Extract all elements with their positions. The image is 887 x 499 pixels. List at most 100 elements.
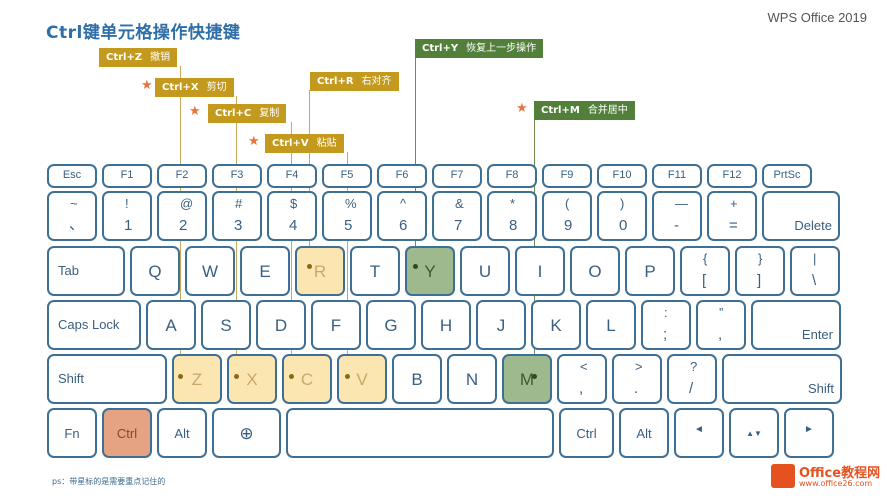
- key-d[interactable]: D: [256, 300, 306, 350]
- key-r[interactable]: R: [295, 246, 345, 296]
- key-\[interactable]: |\: [790, 246, 840, 296]
- key-.[interactable]: >.: [612, 354, 662, 404]
- key-enter[interactable]: Enter: [751, 300, 841, 350]
- key-4[interactable]: $4: [267, 191, 317, 241]
- key-1[interactable]: !1: [102, 191, 152, 241]
- key-lower-label: [: [702, 272, 707, 289]
- key-ctrl[interactable]: Ctrl: [102, 408, 152, 458]
- leader-dot-r: [307, 264, 312, 269]
- key-,[interactable]: <,: [557, 354, 607, 404]
- key-Delete[interactable]: Delete: [762, 191, 840, 241]
- key--[interactable]: —-: [652, 191, 702, 241]
- key-g[interactable]: G: [366, 300, 416, 350]
- key-upper-label: $: [290, 196, 298, 211]
- key-◄[interactable]: ◄: [674, 408, 724, 458]
- key-f1[interactable]: F1: [102, 164, 152, 188]
- key-s[interactable]: S: [201, 300, 251, 350]
- key-label: Shift: [807, 381, 834, 396]
- key-prtsc[interactable]: PrtSc: [762, 164, 812, 188]
- key-/[interactable]: ?/: [667, 354, 717, 404]
- key-7[interactable]: &7: [432, 191, 482, 241]
- key-6[interactable]: ^6: [377, 191, 427, 241]
- key-f2[interactable]: F2: [157, 164, 207, 188]
- key-=[interactable]: +=: [707, 191, 757, 241]
- key-c[interactable]: C: [282, 354, 332, 404]
- key-a[interactable]: A: [146, 300, 196, 350]
- key-caps-lock[interactable]: Caps Lock: [47, 300, 141, 350]
- key-8[interactable]: *8: [487, 191, 537, 241]
- key-label: Ctrl: [116, 426, 138, 441]
- key-f12[interactable]: F12: [707, 164, 757, 188]
- key-f7[interactable]: F7: [432, 164, 482, 188]
- key-][interactable]: }]: [735, 246, 785, 296]
- key-;[interactable]: :;: [641, 300, 691, 350]
- key-shift[interactable]: Shift: [47, 354, 167, 404]
- key-o[interactable]: O: [570, 246, 620, 296]
- key-f4[interactable]: F4: [267, 164, 317, 188]
- key-l[interactable]: L: [586, 300, 636, 350]
- key-i[interactable]: I: [515, 246, 565, 296]
- key-space[interactable]: [286, 408, 554, 458]
- key-3[interactable]: #3: [212, 191, 262, 241]
- logo-name: Office教程网: [799, 466, 881, 481]
- key-k[interactable]: K: [531, 300, 581, 350]
- key-0[interactable]: )0: [597, 191, 647, 241]
- key-f10[interactable]: F10: [597, 164, 647, 188]
- key-2[interactable]: @2: [157, 191, 207, 241]
- key-、[interactable]: ~、: [47, 191, 97, 241]
- key-f[interactable]: F: [311, 300, 361, 350]
- key-label: T: [369, 262, 381, 281]
- key-shift[interactable]: Shift: [722, 354, 842, 404]
- key-u[interactable]: U: [460, 246, 510, 296]
- key-label: ◄: [694, 424, 704, 435]
- key-fn[interactable]: Fn: [47, 408, 97, 458]
- leader-line-v: [347, 152, 348, 376]
- key-9[interactable]: (9: [542, 191, 592, 241]
- key-h[interactable]: H: [421, 300, 471, 350]
- key-label: X: [246, 370, 258, 389]
- key-z[interactable]: Z: [172, 354, 222, 404]
- key-e[interactable]: E: [240, 246, 290, 296]
- key-f6[interactable]: F6: [377, 164, 427, 188]
- key-v[interactable]: V: [337, 354, 387, 404]
- key-f8[interactable]: F8: [487, 164, 537, 188]
- key-▲▼[interactable]: ▲▼: [729, 408, 779, 458]
- key-alt[interactable]: Alt: [619, 408, 669, 458]
- key-,[interactable]: ”,: [696, 300, 746, 350]
- key-[[interactable]: {[: [680, 246, 730, 296]
- key-label: PrtSc: [773, 169, 801, 181]
- key-y[interactable]: Y: [405, 246, 455, 296]
- key-upper-label: *: [510, 196, 516, 211]
- key-label: S: [220, 316, 232, 335]
- key-m[interactable]: M: [502, 354, 552, 404]
- key-f3[interactable]: F3: [212, 164, 262, 188]
- key-upper-label: ): [620, 196, 625, 211]
- key-w[interactable]: W: [185, 246, 235, 296]
- key-label: D: [274, 316, 288, 335]
- key-►[interactable]: ►: [784, 408, 834, 458]
- key-p[interactable]: P: [625, 246, 675, 296]
- key-f11[interactable]: F11: [652, 164, 702, 188]
- key-5[interactable]: %5: [322, 191, 372, 241]
- key-x[interactable]: X: [227, 354, 277, 404]
- key-f5[interactable]: F5: [322, 164, 372, 188]
- key-label: Caps Lock: [58, 317, 120, 332]
- key-j[interactable]: J: [476, 300, 526, 350]
- key-label: ▲▼: [746, 429, 762, 438]
- key-lower-label: 、: [69, 216, 85, 233]
- key-ctrl[interactable]: Ctrl: [559, 408, 614, 458]
- key-b[interactable]: B: [392, 354, 442, 404]
- key-upper-label: @: [180, 196, 194, 211]
- key-q[interactable]: Q: [130, 246, 180, 296]
- key-n[interactable]: N: [447, 354, 497, 404]
- key-esc[interactable]: Esc: [47, 164, 97, 188]
- key-f9[interactable]: F9: [542, 164, 592, 188]
- key-tab[interactable]: Tab: [47, 246, 125, 296]
- key-label: F7: [450, 169, 464, 181]
- key-alt[interactable]: Alt: [157, 408, 207, 458]
- key-⊕[interactable]: ⊕: [212, 408, 281, 458]
- key-t[interactable]: T: [350, 246, 400, 296]
